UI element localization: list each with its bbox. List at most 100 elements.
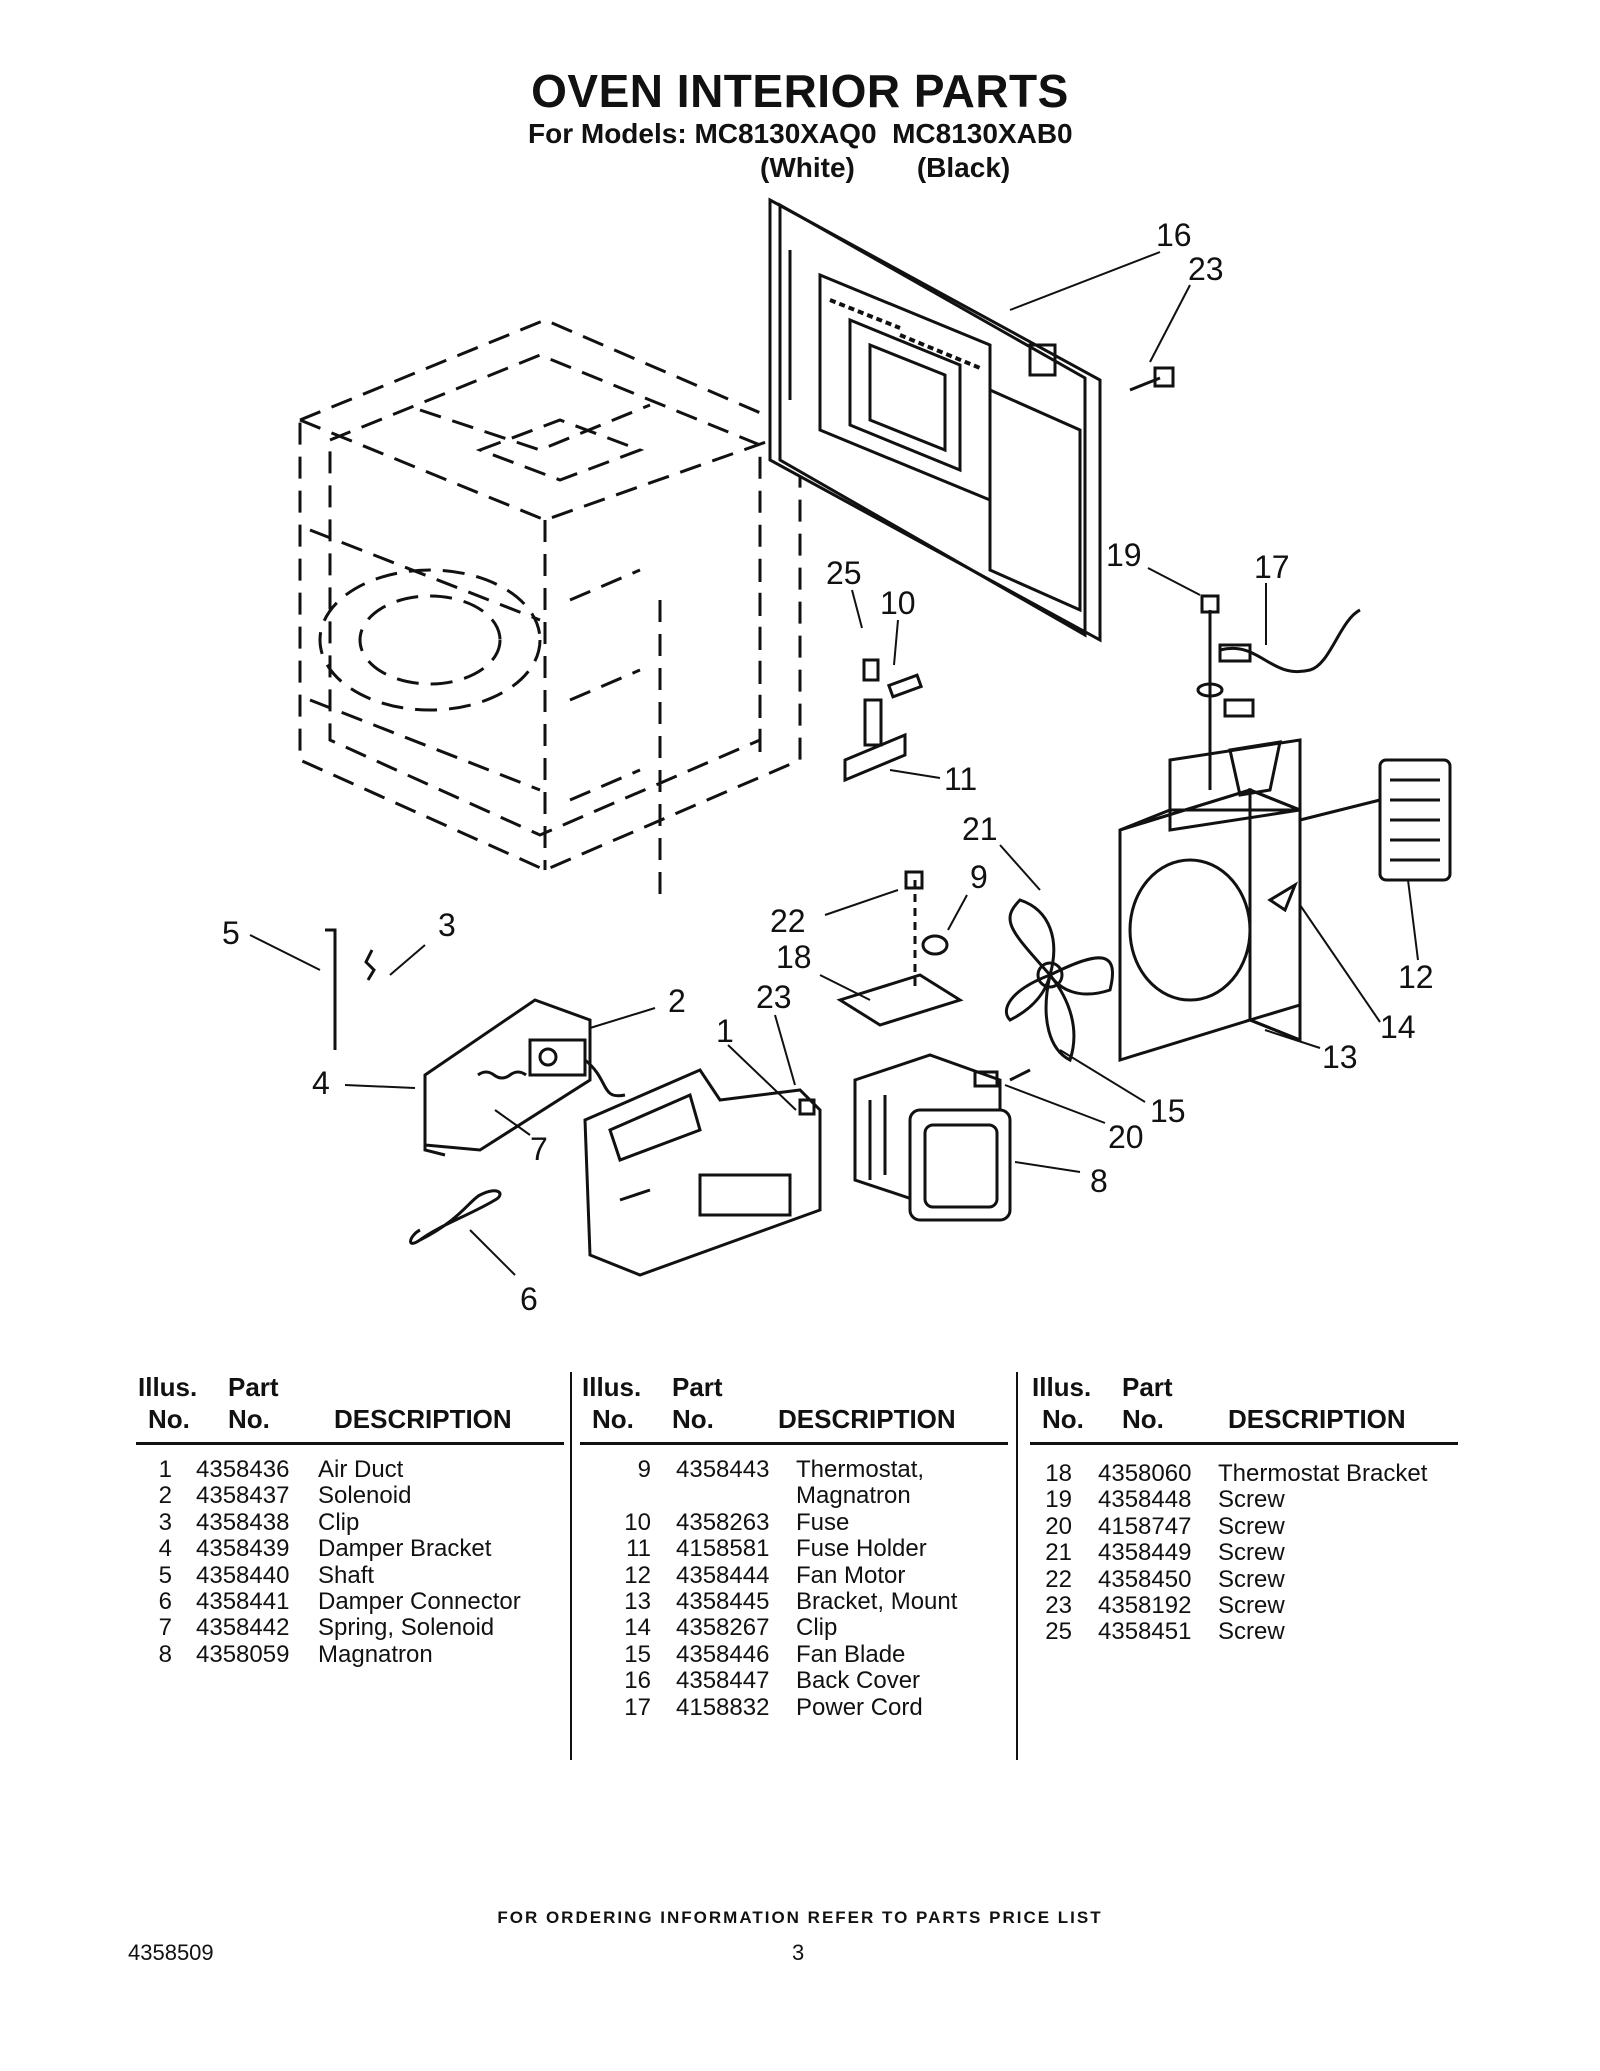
part-description: Clip — [318, 1508, 360, 1536]
part-number: 4158832 — [676, 1693, 770, 1721]
illus-number: 18 — [1045, 1460, 1072, 1487]
illus-number: 6 — [158, 1588, 172, 1615]
callout-9: 9 — [970, 859, 988, 895]
part-number: 4358451 — [1098, 1618, 1192, 1646]
model-color-white: (White) — [760, 152, 855, 183]
part-number: 4358267 — [676, 1614, 770, 1642]
part-number: 4358447 — [676, 1667, 770, 1695]
callout-14: 14 — [1380, 1009, 1416, 1045]
header-part: Part — [672, 1372, 723, 1402]
part-number: 4358445 — [676, 1588, 770, 1615]
illus-number: 4 — [158, 1535, 172, 1563]
header-illus-no: No. — [148, 1404, 190, 1434]
fuse-holder-assembly — [843, 658, 924, 783]
callout-leaders — [249, 251, 1419, 1276]
part-number: 4158581 — [676, 1535, 770, 1563]
page-number: 3 — [792, 1940, 805, 1965]
callout-22: 22 — [770, 903, 806, 939]
part-number: 4358440 — [196, 1561, 290, 1589]
document-number: 4358509 — [128, 1940, 214, 1965]
illus-number: 11 — [626, 1535, 651, 1563]
fan-blade — [1004, 898, 1114, 1063]
part-number: 4358444 — [676, 1561, 770, 1589]
part-number: 4358436 — [196, 1456, 290, 1483]
part-number: 4358192 — [1098, 1592, 1192, 1619]
part-number: 4358449 — [1098, 1539, 1192, 1567]
illus-number: 22 — [1045, 1565, 1072, 1593]
header-description: DESCRIPTION — [1228, 1404, 1406, 1434]
clip-3 — [364, 949, 376, 981]
part-description: Damper Bracket — [318, 1535, 492, 1563]
illus-number: 21 — [1045, 1539, 1072, 1567]
illus-number: 9 — [637, 1456, 651, 1483]
illus-number: 10 — [624, 1508, 651, 1536]
callout-18: 18 — [776, 939, 812, 975]
models-line: For Models: MC8130XAQ0 MC8130XAB0 — [528, 118, 1073, 149]
callout-23-lower: 23 — [756, 979, 792, 1015]
illus-number: 3 — [158, 1508, 172, 1536]
callout-11: 11 — [944, 761, 977, 797]
illus-number: 19 — [1045, 1486, 1072, 1514]
part-description: Fan Motor — [796, 1561, 906, 1589]
part-description: Magnatron — [318, 1640, 433, 1668]
column-divider — [1016, 1372, 1018, 1760]
illus-number: 25 — [1045, 1618, 1072, 1646]
callout-12: 12 — [1398, 959, 1434, 995]
illus-number: 5 — [158, 1561, 172, 1589]
part-number: 4358059 — [196, 1640, 290, 1668]
model-color-black: (Black) — [916, 152, 1011, 183]
callout-8: 8 — [1090, 1163, 1108, 1199]
header-rule — [580, 1442, 1008, 1445]
thermostat-assembly — [836, 870, 964, 1027]
exploded-parts-diagram: 16 23 19 17 25 10 11 21 9 12 22 18 5 3 2… — [222, 197, 1452, 1317]
part-description: Magnatron — [796, 1482, 911, 1510]
power-cord-assembly — [1196, 594, 1361, 790]
callout-20: 20 — [1108, 1119, 1144, 1155]
model-colors: (White) (Black) — [760, 152, 1010, 184]
fan-shroud-bracket — [1118, 738, 1302, 1063]
header-illus-no: No. — [1042, 1404, 1084, 1434]
header-part: Part — [1122, 1372, 1173, 1402]
part-description: Fuse — [796, 1508, 850, 1536]
header-part-no: No. — [672, 1404, 714, 1434]
part-number: 4158747 — [1098, 1512, 1192, 1540]
illus-number: 17 — [624, 1693, 651, 1721]
air-duct — [583, 1068, 822, 1277]
part-number: 4358442 — [196, 1614, 290, 1642]
part-number: 4358437 — [196, 1482, 290, 1510]
header-illus: Illus. — [1032, 1372, 1092, 1402]
part-number: 4358263 — [676, 1508, 770, 1536]
part-description: Screw — [1218, 1486, 1285, 1514]
illus-number: 1 — [158, 1456, 172, 1483]
header-illus-no: No. — [592, 1404, 634, 1434]
illus-number: 2 — [158, 1482, 172, 1510]
illus-number: 20 — [1045, 1512, 1072, 1540]
part-number: 4358448 — [1098, 1486, 1192, 1514]
callout-25: 25 — [826, 555, 862, 591]
header-part: Part — [228, 1372, 279, 1402]
callout-7: 7 — [530, 1131, 548, 1167]
shaft — [325, 928, 337, 1050]
back-cover — [768, 197, 1102, 643]
illus-number: 15 — [624, 1640, 651, 1668]
header-illus: Illus. — [138, 1372, 198, 1402]
part-number: 4358438 — [196, 1508, 290, 1536]
illus-number: 7 — [158, 1614, 172, 1642]
part-description: Screw — [1218, 1618, 1285, 1646]
part-description: Screw — [1218, 1592, 1285, 1619]
header-part-no: No. — [228, 1404, 270, 1434]
illus-number: 14 — [624, 1614, 651, 1642]
part-description: Air Duct — [318, 1456, 404, 1483]
page-title: OVEN INTERIOR PARTS — [531, 65, 1069, 117]
callout-5: 5 — [222, 915, 240, 951]
part-number: 4358439 — [196, 1535, 290, 1563]
column-divider — [570, 1372, 572, 1760]
header-description: DESCRIPTION — [778, 1404, 956, 1434]
part-description: Screw — [1218, 1539, 1285, 1567]
callout-13: 13 — [1322, 1039, 1358, 1075]
callout-15: 15 — [1150, 1093, 1186, 1129]
part-number: 4358443 — [676, 1456, 770, 1483]
illus-number: 23 — [1045, 1592, 1072, 1619]
screw-23-upper — [1129, 366, 1175, 392]
part-description: Damper Connector — [318, 1588, 521, 1615]
